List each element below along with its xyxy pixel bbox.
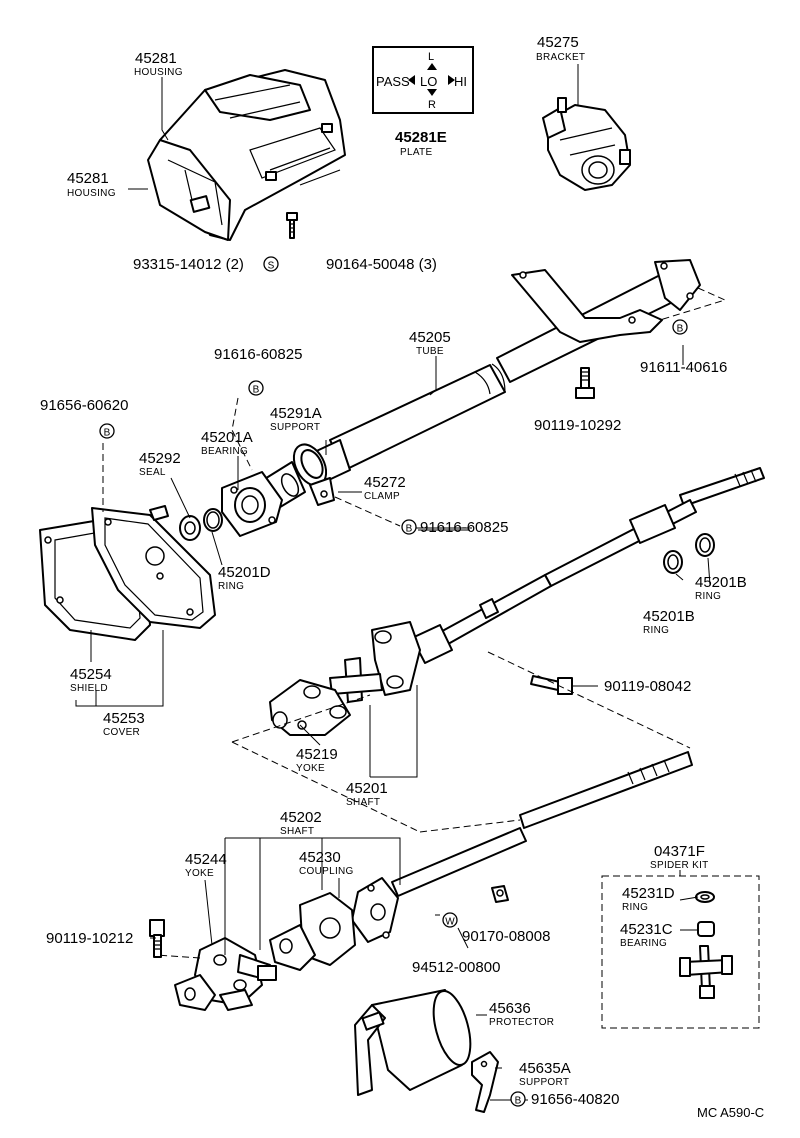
callout-labels: 45281 HOUSING 45281 HOUSING 93315-14012 … — [40, 34, 764, 1120]
callout-45254-name: SHIELD — [70, 683, 108, 694]
callout-91656-bottom-number: 91656-40820 — [531, 1091, 619, 1108]
bracket-45275-drawing — [542, 97, 631, 191]
callout-45201B-a-name: RING — [695, 591, 721, 602]
intermediate-shaft-drawing — [174, 751, 693, 1011]
clamp-45272-drawing — [292, 443, 335, 506]
callout-04371F-number: 04371F — [654, 843, 705, 860]
bolt-90119-10292-drawing — [575, 367, 595, 399]
callout-45205-number: 45205 — [409, 329, 451, 346]
callout-45281E-number: 45281E — [395, 129, 447, 146]
plate-pass-text: PASS — [376, 74, 410, 89]
callout-45201B-b-number: 45201B — [643, 608, 695, 625]
plate-hi-text: HI — [454, 74, 467, 89]
callout-45635A-number: 45635A — [519, 1060, 571, 1077]
callout-94512-number: 94512-00800 — [412, 959, 500, 976]
callout-45635A-name: SUPPORT — [519, 1077, 569, 1088]
callout-45281-housing-top-name: HOUSING — [134, 67, 183, 78]
callout-45275-name: BRACKET — [536, 52, 585, 63]
callout-91656-top-number: 91656-60620 — [40, 397, 128, 414]
callout-04371F-name: SPIDER KIT — [650, 860, 709, 871]
callout-45219-name: YOKE — [296, 763, 325, 774]
bolt-90119-10212-drawing — [149, 919, 165, 958]
callout-45275-number: 45275 — [537, 34, 579, 51]
callout-90119-08042-number: 90119-08042 — [604, 678, 691, 695]
callout-45231D-name: RING — [622, 902, 648, 913]
callout-90119-10292-number: 90119-10292 — [534, 417, 621, 434]
callout-45201-name: SHAFT — [346, 797, 380, 808]
column-tube-drawing — [307, 259, 701, 486]
callout-45254-number: 45254 — [70, 666, 112, 683]
callout-45281E-name: PLATE — [400, 147, 432, 158]
callout-91616-top-number: 91616-60825 — [214, 346, 302, 363]
callout-45281-housing-side-number: 45281 — [67, 170, 109, 187]
callout-45201B-a-number: 45201B — [695, 574, 747, 591]
callout-91616-mid-number: 91616-60825 — [420, 519, 508, 536]
symbol-b-2: B — [253, 385, 260, 396]
callout-45636-name: PROTECTOR — [489, 1017, 554, 1028]
callout-45244-number: 45244 — [185, 851, 227, 868]
callout-45201D-name: RING — [218, 581, 244, 592]
callout-45201D-number: 45201D — [218, 564, 271, 581]
callout-45231C-number: 45231C — [620, 921, 673, 938]
callout-45202-number: 45202 — [280, 809, 322, 826]
diagram-code: MC A590-C — [697, 1105, 764, 1120]
callout-45244-name: YOKE — [185, 868, 214, 879]
dashed-reference-lines — [102, 287, 727, 959]
leader-lines — [75, 64, 711, 1101]
support-45635A-drawing — [471, 1051, 499, 1113]
callout-45281-housing-top-number: 45281 — [135, 50, 177, 67]
callout-45292-number: 45292 — [139, 450, 181, 467]
symbol-w: W — [445, 917, 455, 928]
symbol-s: S — [268, 261, 275, 272]
main-shaft-drawing — [269, 467, 765, 736]
callout-45219-number: 45219 — [296, 746, 338, 763]
callout-45292-name: SEAL — [139, 467, 166, 478]
callout-45201B-b-name: RING — [643, 625, 669, 636]
callout-45230-number: 45230 — [299, 849, 341, 866]
callout-45231C-name: BEARING — [620, 938, 667, 949]
shift-plate-drawing: PASS LO HI L R — [372, 46, 474, 114]
callout-45202-name: SHAFT — [280, 826, 314, 837]
symbol-b-5: B — [515, 1096, 522, 1107]
callout-45201A-number: 45201A — [201, 429, 253, 446]
callout-91611-number: 91611-40616 — [640, 359, 727, 376]
cover-and-shield-drawing — [39, 505, 216, 641]
protector-45636-drawing — [354, 989, 472, 1096]
callout-45291A-number: 45291A — [270, 405, 322, 422]
callout-45272-name: CLAMP — [364, 491, 400, 502]
callout-45272-number: 45272 — [364, 474, 406, 491]
callout-45201A-name: BEARING — [201, 446, 248, 457]
callout-45205-name: TUBE — [416, 346, 444, 357]
symbol-b-4: B — [406, 524, 413, 535]
spider-kit-box — [601, 875, 760, 1029]
callout-90119-10212-number: 90119-10212 — [46, 930, 133, 947]
plate-r-text: R — [428, 99, 436, 111]
callout-45201-number: 45201 — [346, 780, 388, 797]
symbol-b-1: B — [677, 324, 684, 335]
callout-45281-housing-side-name: HOUSING — [67, 188, 116, 199]
screw-90164-drawing — [286, 212, 298, 239]
callout-90164-number: 90164-50048 (3) — [326, 256, 437, 273]
seal-and-ring-drawing — [179, 508, 223, 541]
rings-45201B-drawing — [663, 533, 715, 574]
symbol-b-3: B — [104, 428, 111, 439]
callout-90170-number: 90170-08008 — [462, 928, 550, 945]
plate-lo-text: LO — [420, 74, 437, 89]
bearing-45201A-drawing — [221, 471, 283, 537]
callout-45253-name: COVER — [103, 727, 140, 738]
nut-90170-drawing — [491, 885, 509, 903]
callout-45231D-number: 45231D — [622, 885, 675, 902]
bolt-90119-08042-drawing — [530, 675, 573, 695]
callout-45230-name: COUPLING — [299, 866, 354, 877]
callout-45636-number: 45636 — [489, 1000, 531, 1017]
circled-symbols: S B B B B W B — [99, 256, 688, 1107]
callout-93315-number: 93315-14012 (2) — [133, 256, 244, 273]
column-housing-drawing — [147, 69, 346, 241]
callout-45253-number: 45253 — [103, 710, 145, 727]
callout-45291A-name: SUPPORT — [270, 422, 320, 433]
plate-l-text: L — [428, 51, 434, 63]
